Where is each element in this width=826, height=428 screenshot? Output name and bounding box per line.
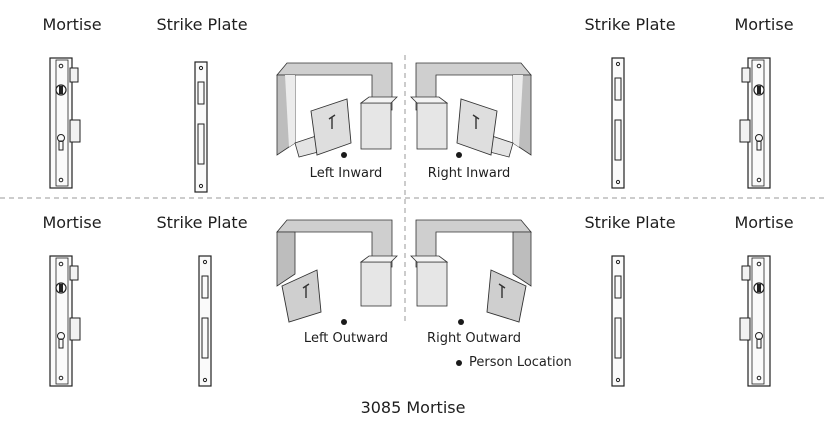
mortise-label: Mortise: [42, 213, 102, 232]
person-location-dot: [341, 319, 347, 325]
strike-plate-bottom-right-drawing: [611, 255, 625, 387]
right-inward-room-diagram: [410, 62, 532, 158]
mortise-label: Mortise: [42, 15, 102, 34]
person-location-legend-dot: [456, 359, 462, 366]
person-location-dot: [341, 152, 347, 158]
mortise-bottom-right-drawing: [739, 255, 771, 387]
strike-plate-bottom-left-drawing: [198, 255, 212, 387]
strike-plate-top-left-drawing: [194, 61, 208, 193]
strike-plate-label: Strike Plate: [156, 15, 248, 34]
left-inward-room-diagram: [276, 62, 398, 158]
mortise-top-right-drawing: [739, 57, 771, 189]
strike-plate-top-right-drawing: [611, 57, 625, 189]
left-outward-room-diagram: [276, 219, 398, 323]
right-outward-room-diagram: [410, 219, 532, 323]
left-outward-label: Left Outward: [303, 331, 389, 346]
left-inward-label: Left Inward: [309, 166, 383, 181]
person-location-legend-label: Person Location: [469, 355, 572, 370]
mortise-label: Mortise: [734, 213, 794, 232]
person-location-dot: [458, 319, 464, 325]
diagram-caption: 3085 Mortise: [360, 398, 466, 417]
strike-plate-label: Strike Plate: [156, 213, 248, 232]
mortise-bottom-left-drawing: [49, 255, 81, 387]
mortise-label: Mortise: [734, 15, 794, 34]
right-inward-label: Right Inward: [427, 166, 511, 181]
strike-plate-label: Strike Plate: [584, 213, 676, 232]
person-location-dot: [456, 152, 462, 158]
mortise-top-left-drawing: [49, 57, 81, 189]
right-outward-label: Right Outward: [427, 331, 521, 346]
person-location-legend: Person Location: [456, 355, 572, 370]
strike-plate-label: Strike Plate: [584, 15, 676, 34]
